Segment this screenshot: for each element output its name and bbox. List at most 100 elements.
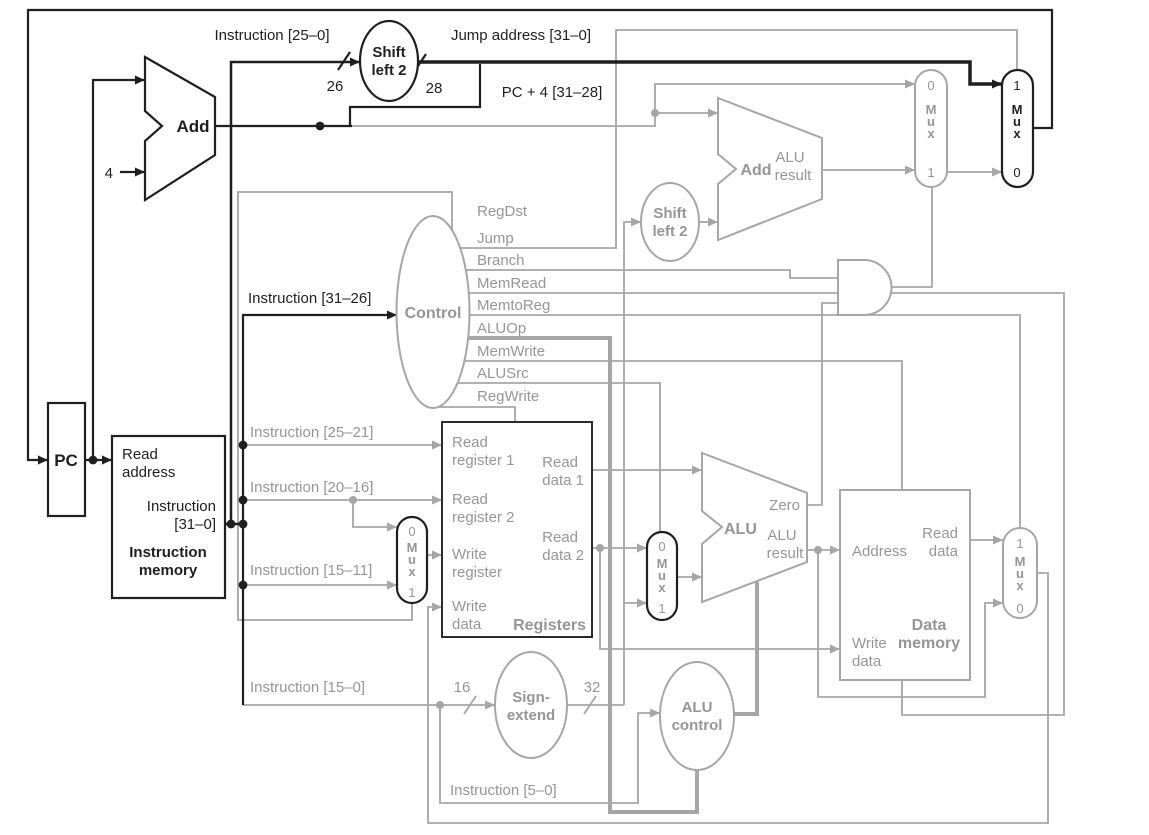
- sign-extend-label-2: extend: [507, 707, 555, 724]
- alusrc-mux-u: u: [658, 568, 666, 583]
- labels: Instruction [25–0] Shift left 2 26 28 Ju…: [54, 27, 1025, 799]
- pc-label: PC: [54, 451, 78, 470]
- control-label: Control: [405, 305, 462, 322]
- and-gate: [837, 259, 893, 316]
- reg-read-data-1b: data 1: [542, 472, 584, 489]
- shift-left-2-branch-label-1: Shift: [653, 205, 686, 222]
- shift-left-2-jump-label-1: Shift: [372, 44, 405, 61]
- junction-dots: [88, 109, 822, 709]
- imem-name-2: memory: [139, 562, 198, 579]
- pc-box: [46, 401, 87, 518]
- memtoreg-mux-u: u: [1016, 566, 1024, 581]
- alu-control-label-2: control: [672, 717, 723, 734]
- branch-adder-result-2: result: [775, 167, 813, 184]
- branch-adder: [717, 96, 823, 242]
- junction-alu-result: [814, 546, 822, 554]
- junction-pc-plus4-branch: [651, 109, 659, 117]
- wire-memwrite-signal: [433, 360, 903, 490]
- reg-read-data-2b: data 2: [542, 547, 584, 564]
- imem-read-address-2: address: [122, 464, 175, 481]
- branch-mux-0: 0: [927, 78, 934, 93]
- alu-shape: [701, 451, 808, 604]
- reg-write-register-a: Write: [452, 546, 487, 563]
- signal-memwrite: MemWrite: [477, 343, 545, 360]
- wire-regwrite-signal: [433, 406, 516, 422]
- imem-instruction-1: Instruction: [147, 498, 216, 515]
- wire-pc-plus4-to-branch-mux0: [330, 79, 915, 127]
- label-instruction-25-0: Instruction [25–0]: [214, 27, 329, 44]
- alu-result-2: result: [767, 545, 805, 562]
- wire-aluop-signal: [433, 336, 699, 814]
- wire-regdst-signal: [237, 191, 453, 621]
- signal-regdst: RegDst: [477, 203, 528, 220]
- alu-result-1: ALU: [767, 527, 796, 544]
- signal-jump: Jump: [477, 230, 514, 247]
- signal-memtoreg: MemtoReg: [477, 297, 550, 314]
- slash-26-bits: [337, 51, 351, 71]
- branch-mux-1: 1: [927, 165, 934, 180]
- wire-and-to-branch-mux-select: [890, 187, 933, 288]
- imem-instruction-2: [31–0]: [174, 516, 216, 533]
- shift-left-2-jump-oval: [358, 19, 420, 103]
- regdst-mux-u: u: [408, 552, 416, 567]
- memtoreg-mux-0: 0: [1016, 601, 1023, 616]
- label-width-32: 32: [584, 679, 601, 696]
- reg-read-register-2b: register 2: [452, 509, 515, 526]
- reg-read-data-1a: Read: [542, 454, 578, 471]
- memtoreg-mux: [1002, 527, 1038, 619]
- junction-instr-20-16-branch: [349, 496, 357, 504]
- label-four: 4: [105, 165, 113, 182]
- control-oval: [395, 215, 471, 409]
- signal-regwrite: RegWrite: [477, 388, 539, 405]
- label-width-26: 26: [327, 78, 344, 95]
- label-instruction-31-26: Instruction [31–26]: [248, 290, 371, 307]
- alusrc-mux-m: M: [657, 556, 668, 571]
- junction-instr-15-11: [238, 580, 248, 590]
- wire-alucontrol-to-alu: [734, 582, 759, 716]
- junction-instruction-bus-b: [238, 519, 248, 529]
- wire-pc-to-adder: [91, 75, 145, 460]
- label-pc-plus-4: PC + 4 [31–28]: [502, 84, 603, 101]
- regdst-mux-1: 1: [408, 585, 415, 600]
- components: [46, 19, 1038, 771]
- branch-mux-m: M: [926, 102, 937, 117]
- wire-branch-signal: [433, 269, 838, 279]
- wire-pc-feedback-loop: [26, 8, 1054, 465]
- memtoreg-mux-x: x: [1016, 578, 1024, 593]
- regdst-mux-m: M: [407, 540, 418, 555]
- dmem-write-data-1: Write: [852, 635, 887, 652]
- wire-alusrc-signal: [433, 382, 661, 532]
- jump-mux-u: u: [1013, 114, 1021, 129]
- jump-mux-0: 0: [1013, 165, 1020, 180]
- label-instruction-15-0: Instruction [15–0]: [250, 679, 365, 696]
- signal-memread: MemRead: [477, 275, 546, 292]
- shift-left-2-jump-label-2: left 2: [371, 62, 406, 79]
- junction-pc-plus4: [315, 121, 325, 131]
- reg-read-register-2a: Read: [452, 491, 488, 508]
- junction-instr-20-16: [238, 495, 248, 505]
- reg-write-data-a: Write: [452, 598, 487, 615]
- shift-left-2-branch-oval: [640, 182, 700, 262]
- alusrc-mux-0: 0: [658, 539, 665, 554]
- label-instruction-20-16: Instruction [20–16]: [250, 479, 373, 496]
- reg-read-data-2a: Read: [542, 529, 578, 546]
- jump-mux-m: M: [1012, 102, 1023, 117]
- signal-alusrc: ALUSrc: [477, 365, 529, 382]
- wire-jump-address: [417, 60, 1002, 89]
- imem-name-1: Instruction: [129, 544, 207, 561]
- junction-read-data-2: [596, 544, 604, 552]
- alu-label: ALU: [724, 521, 757, 538]
- junction-instruction-bus-a: [226, 519, 236, 529]
- branch-mux: [914, 69, 948, 188]
- sign-extend-label-1: Sign-: [512, 689, 550, 706]
- junction-instr-25-21: [238, 440, 248, 450]
- data-memory-box: [839, 489, 971, 681]
- pc-adder-label: Add: [176, 117, 209, 136]
- instruction-memory-box: [110, 434, 227, 600]
- wire-read-data-2-to-dmem-write: [599, 548, 840, 654]
- sign-extend-oval: [494, 651, 568, 759]
- dmem-address: Address: [852, 543, 907, 560]
- wire-zero-to-and: [807, 302, 838, 506]
